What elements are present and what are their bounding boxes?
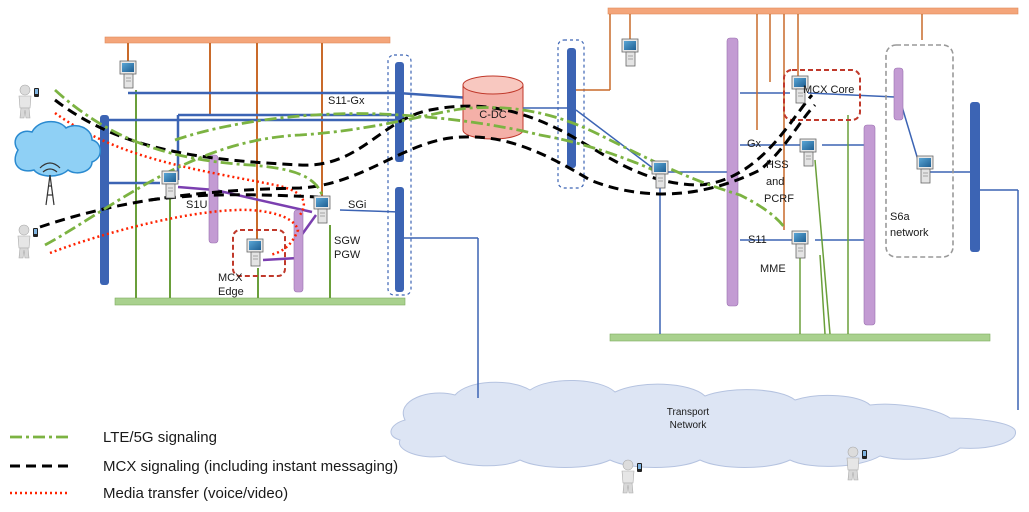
left-top-orange-bus	[104, 36, 391, 44]
mme-label: MME	[760, 263, 786, 275]
user-phone-bottom-mid-icon	[621, 459, 643, 494]
left-core-bus-lower	[395, 187, 404, 292]
legend-mcx-label: MCX signaling (including instant messagi…	[103, 458, 398, 475]
mcx-edge-box	[232, 229, 286, 277]
right-blue-bus	[970, 102, 980, 252]
right-orange-drops	[576, 14, 923, 230]
transport-label-2: Network	[670, 420, 708, 431]
enodeb-router-top-icon	[119, 60, 137, 89]
s6a-label-1: S6a	[890, 211, 910, 223]
middle-core-bus	[567, 48, 576, 168]
transport-label-1: Transport	[667, 407, 710, 418]
hss-label-2: and	[766, 176, 784, 188]
user-phone-bottom-left-icon	[17, 224, 39, 259]
sgi-purple-bus	[293, 209, 304, 293]
sgw-label: SGW	[334, 235, 361, 247]
right-second-purple-bus	[863, 124, 876, 326]
mcx-edge-router-icon	[246, 238, 264, 267]
mme-router-icon	[791, 230, 809, 259]
media-transfer-paths	[49, 111, 306, 257]
middle-top-router-icon	[621, 38, 639, 67]
s11-gx-label: S11-Gx	[328, 95, 365, 107]
s6a-label-2: network	[890, 227, 929, 239]
left-blue-links	[105, 91, 471, 185]
s11-label: S11	[748, 234, 767, 246]
middle-blue-links	[523, 92, 1019, 410]
right-main-purple-bus	[726, 37, 739, 307]
radio-cloud-icon	[14, 120, 101, 177]
hss-label-1: HSS	[766, 159, 789, 171]
cell-tower-icon	[39, 162, 61, 206]
hss-pcrf-router-icon	[799, 138, 817, 167]
sgi-label: SGi	[348, 199, 366, 211]
mcx-edge-label-2: Edge	[218, 286, 244, 298]
s1u-purple-bus	[208, 154, 219, 244]
enodeb-router-mid-icon	[161, 170, 179, 199]
right-bottom-green-bus	[609, 333, 991, 342]
lte-signaling-paths	[44, 88, 787, 247]
mcx-core-label: MCX Core	[803, 84, 854, 96]
user-phone-bottom-right-icon	[846, 446, 868, 481]
s1u-label: S1U	[186, 199, 207, 211]
gx-label: Gx	[747, 138, 762, 150]
left-green-drops	[135, 90, 331, 298]
s6a-purple-bus	[893, 67, 904, 121]
mcx-edge-label-1: MCX	[218, 272, 243, 284]
legend-media-label: Media transfer (voice/video)	[103, 485, 288, 502]
s6a-network-box	[885, 44, 954, 258]
left-enodeb-bus	[100, 115, 109, 285]
hss-label-3: PCRF	[764, 193, 794, 205]
left-bottom-green-bus	[114, 297, 406, 306]
sgw-pgw-router-icon	[313, 195, 331, 224]
legend-lte-label: LTE/5G signaling	[103, 429, 217, 446]
mcx-signaling-paths	[39, 94, 817, 229]
cdc-label: C-DC	[479, 109, 507, 121]
middle-router-icon	[651, 160, 669, 189]
s6a-router-icon	[916, 155, 934, 184]
left-thin-blue-links	[339, 209, 479, 398]
left-core-dashed-box	[387, 54, 412, 296]
user-phone-top-left-icon	[18, 84, 40, 119]
right-green-drops	[799, 115, 849, 335]
legend: LTE/5G signaling MCX signaling (includin…	[10, 429, 398, 502]
middle-dashed-box	[557, 39, 585, 189]
pgw-label: PGW	[334, 249, 361, 261]
right-top-orange-bus	[607, 7, 1019, 15]
transport-network-cloud	[390, 380, 1016, 468]
left-core-bus-upper	[395, 62, 404, 162]
mcx-core-box	[783, 69, 861, 121]
